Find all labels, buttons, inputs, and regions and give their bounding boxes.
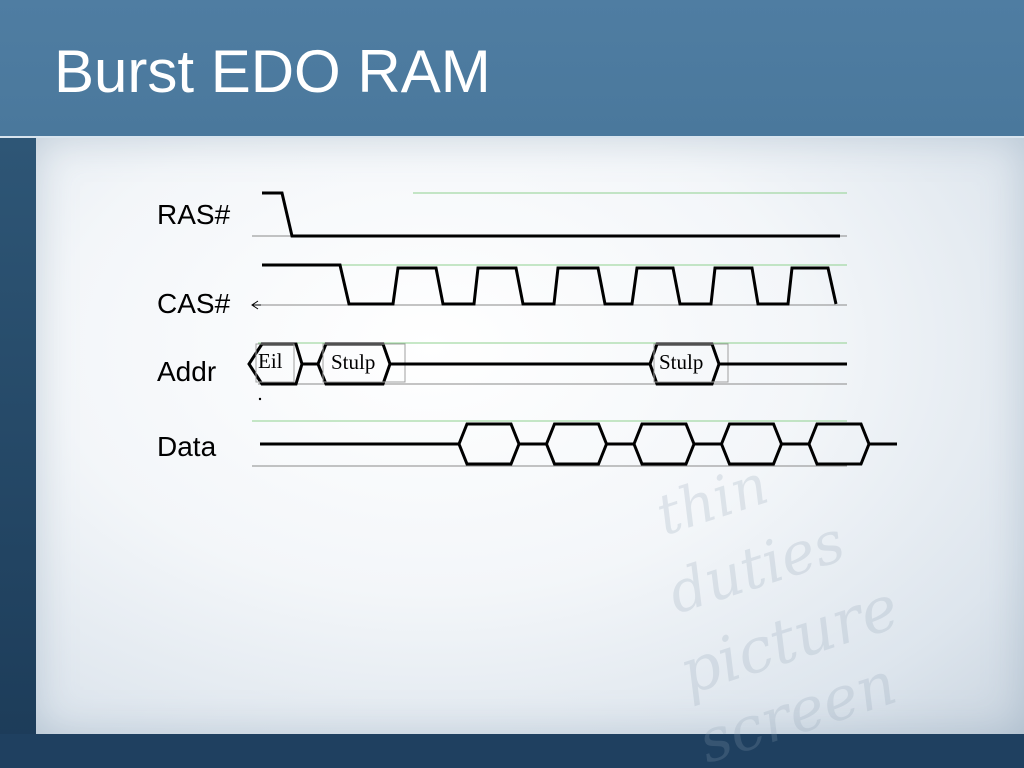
data-beat [544, 422, 609, 466]
addr-label-stulp-2: Stulp [659, 350, 703, 374]
title-bar: Burst EDO RAM [0, 0, 1024, 138]
data-beat [632, 422, 696, 466]
cas-waveform [262, 263, 838, 306]
signal-label-addr: Addr [157, 356, 216, 387]
signal-label-cas: CAS# [157, 288, 231, 319]
signal-label-data: Data [157, 431, 217, 462]
data-beat [807, 422, 871, 466]
slide-title: Burst EDO RAM [54, 38, 491, 105]
data-beat [457, 422, 521, 466]
addr-box-eil [247, 342, 304, 386]
addr-label-stulp-1: Stulp [331, 350, 375, 374]
ras-waveform [262, 191, 840, 238]
cas-arrow [251, 300, 261, 310]
addr-bus: Eil Stulp Stulp [247, 342, 847, 401]
signal-label-ras: RAS# [157, 199, 231, 230]
left-border [0, 138, 36, 768]
data-bus [260, 422, 897, 466]
bottom-border [0, 734, 1024, 768]
data-beat [719, 422, 784, 466]
addr-label-eil: Eil [258, 349, 283, 373]
